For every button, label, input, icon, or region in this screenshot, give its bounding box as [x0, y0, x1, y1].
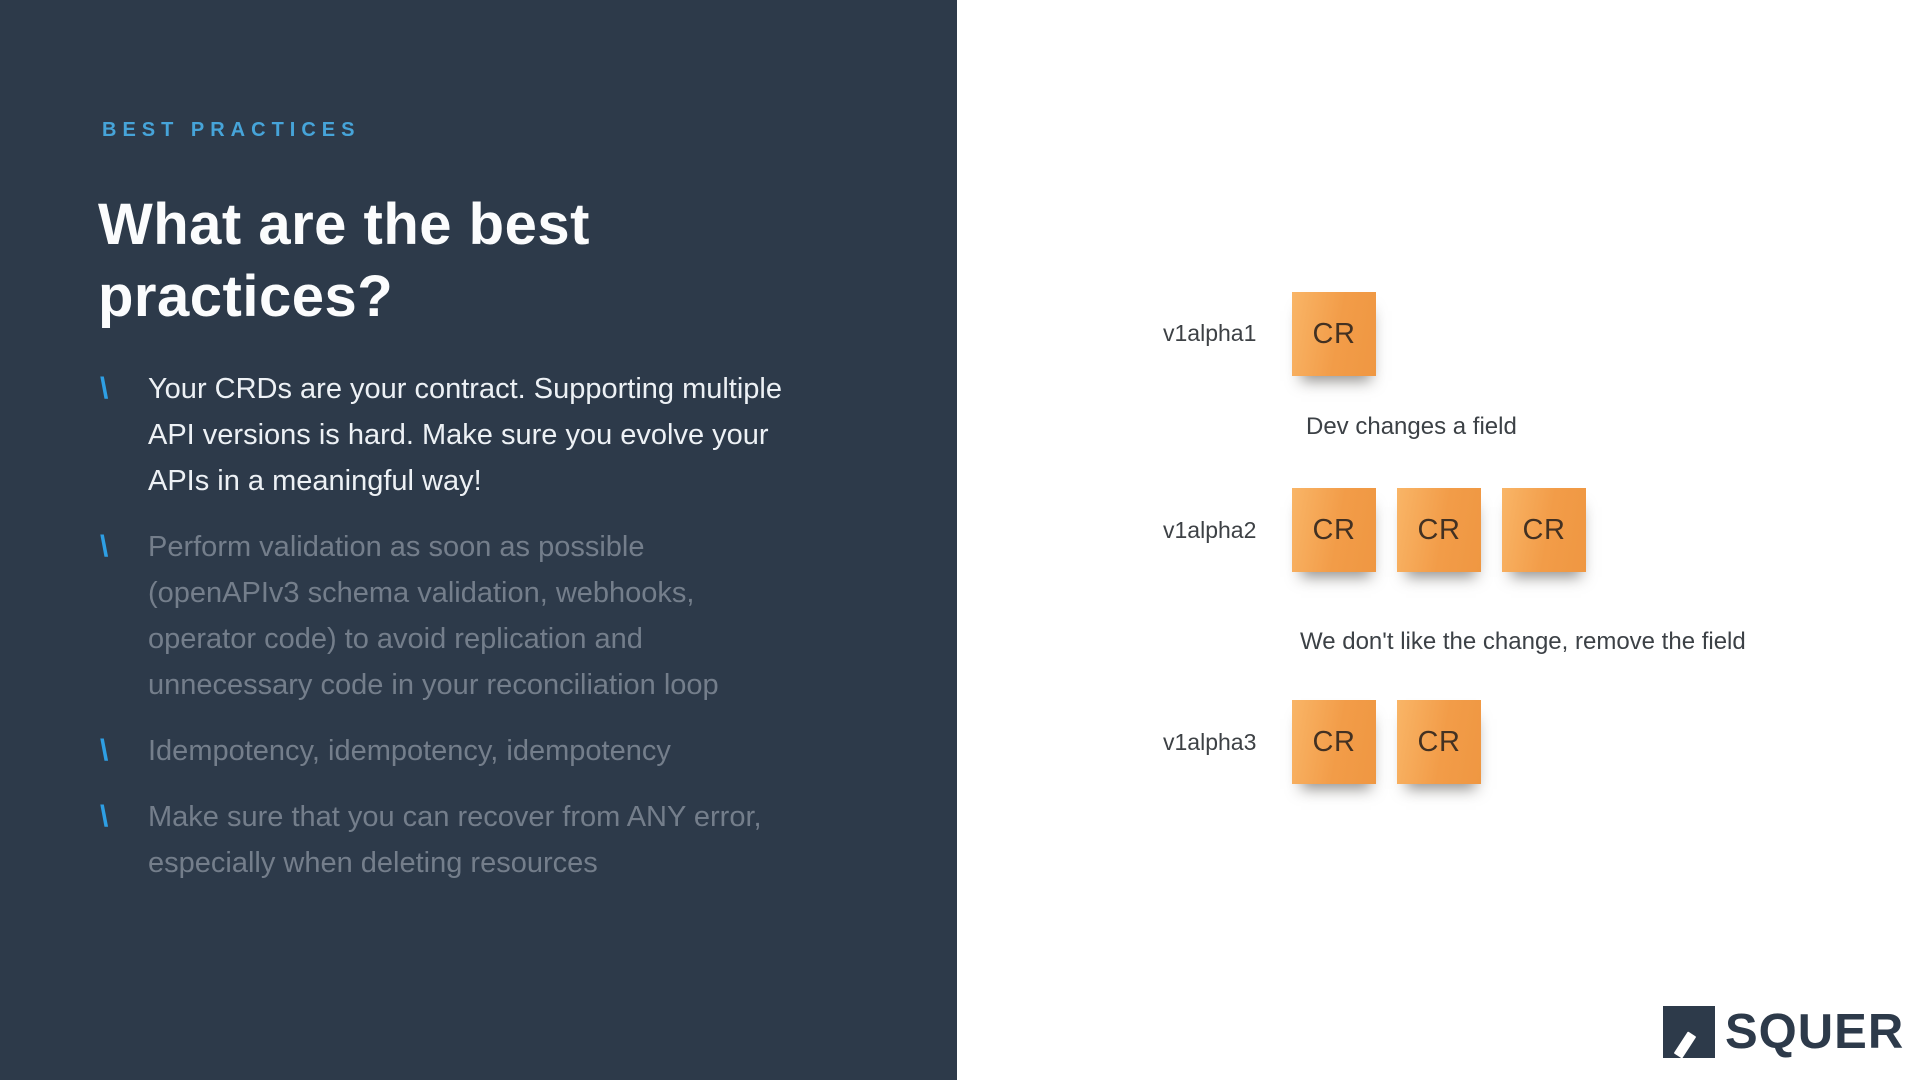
- sticky-note-cr: CR: [1502, 488, 1586, 572]
- bullet-item: \ Perform validation as soon as possible…: [100, 524, 820, 708]
- bullet-list: \ Your CRDs are your contract. Supportin…: [100, 366, 820, 906]
- sticky-note-cr: CR: [1397, 700, 1481, 784]
- page-title: What are the best practices?: [98, 191, 590, 329]
- eyebrow-label: BEST PRACTICES: [102, 119, 361, 141]
- sticky-note-cr: CR: [1292, 488, 1376, 572]
- bullet-text: Make sure that you can recover from ANY …: [148, 801, 762, 879]
- sticky-note-cr: CR: [1292, 292, 1376, 376]
- bullet-slash-icon: \: [100, 800, 109, 833]
- version-label-v1alpha1: v1alpha1: [1163, 320, 1257, 346]
- bullet-text: Your CRDs are your contract. Supporting …: [148, 373, 783, 497]
- bullet-item: \ Your CRDs are your contract. Supportin…: [100, 366, 820, 504]
- version-label-v1alpha3: v1alpha3: [1163, 729, 1257, 755]
- logo-notch-icon: [1673, 1031, 1697, 1058]
- diagram-caption: We don't like the change, remove the fie…: [1300, 628, 1746, 655]
- diagram-caption: Dev changes a field: [1306, 413, 1517, 440]
- squer-logo-mark-icon: [1663, 1006, 1715, 1058]
- sticky-note-row: CR: [1292, 292, 1376, 376]
- sticky-note-cr: CR: [1397, 488, 1481, 572]
- bullet-slash-icon: \: [100, 734, 109, 767]
- squer-logo: SQUER: [1663, 1005, 1905, 1059]
- bullet-text: Perform validation as soon as possible (…: [148, 531, 719, 701]
- sticky-note-cr: CR: [1292, 700, 1376, 784]
- bullet-slash-icon: \: [100, 530, 109, 563]
- version-label-v1alpha2: v1alpha2: [1163, 517, 1257, 543]
- logo-wordmark: SQUER: [1725, 1005, 1905, 1059]
- bullet-item: \ Idempotency, idempotency, idempotency: [100, 728, 820, 774]
- bullet-slash-icon: \: [100, 372, 109, 405]
- bullet-text: Idempotency, idempotency, idempotency: [148, 735, 671, 767]
- left-panel: BEST PRACTICES What are the best practic…: [0, 0, 957, 1080]
- bullet-item: \ Make sure that you can recover from AN…: [100, 794, 820, 886]
